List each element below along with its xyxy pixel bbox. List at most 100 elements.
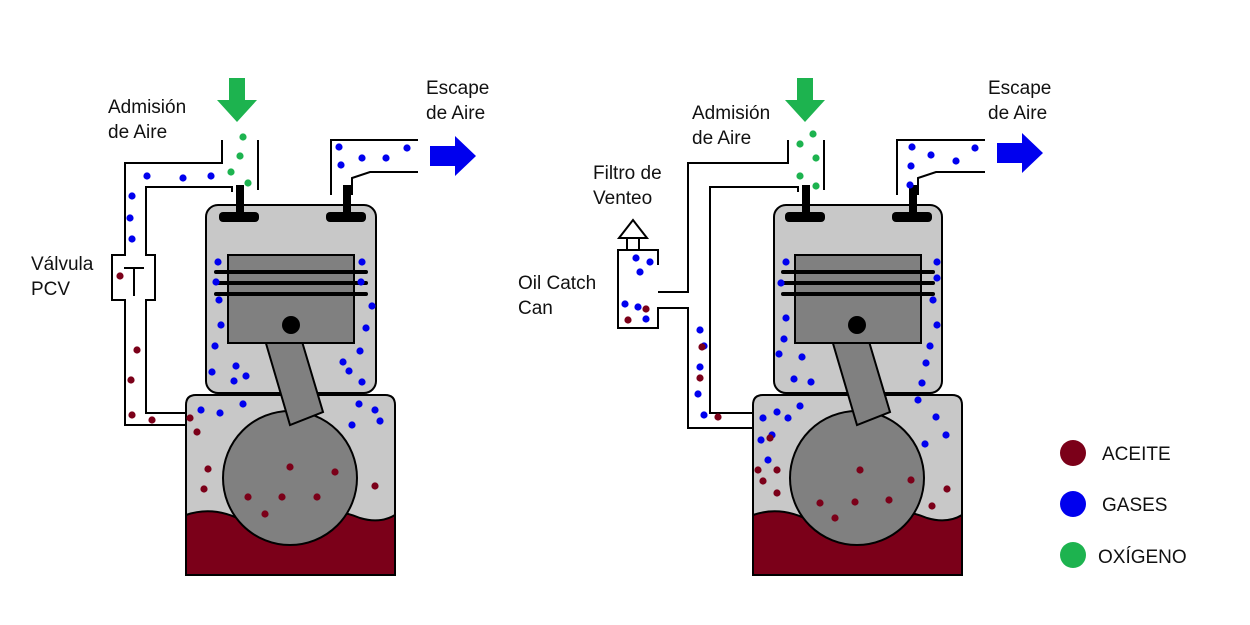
gas-particle xyxy=(932,413,940,421)
gas-particle xyxy=(782,314,790,322)
gas-particle xyxy=(942,431,950,439)
oil-particle xyxy=(186,414,194,422)
gas-particle xyxy=(339,358,347,366)
oil-particle xyxy=(698,343,706,351)
right-piston-rings xyxy=(781,270,935,296)
gas-particle xyxy=(230,377,238,385)
right-exhaust-label-2: de Aire xyxy=(988,103,1047,124)
gas-particle xyxy=(242,372,250,380)
gas-particle xyxy=(208,368,216,376)
right-exhaust-tube xyxy=(896,139,985,195)
right-exhaust-arrow-icon xyxy=(997,133,1043,173)
left-exhaust-label-2: de Aire xyxy=(426,103,485,124)
oil-particle xyxy=(642,305,650,313)
oil-particle xyxy=(754,466,762,474)
gas-particle xyxy=(371,406,379,414)
gas-particle xyxy=(368,302,376,310)
oil-particle xyxy=(907,476,915,484)
gas-particle xyxy=(239,400,247,408)
left-intake-label-2: de Aire xyxy=(108,122,167,143)
gas-particle xyxy=(790,375,798,383)
gas-particle xyxy=(696,363,704,371)
oxygen-particle xyxy=(812,182,820,190)
left-exhaust-label-1: Escape xyxy=(426,78,489,99)
left-pcv-valve-body xyxy=(111,248,186,426)
oil-particle xyxy=(696,374,704,382)
oil-particle xyxy=(133,346,141,354)
gas-particle xyxy=(362,324,370,332)
gas-particle xyxy=(634,303,642,311)
left-crank xyxy=(222,410,358,546)
oil-particle xyxy=(193,428,201,436)
right-exhaust-label-1: Escape xyxy=(988,78,1051,99)
right-intake-tube xyxy=(658,140,825,295)
gas-particle xyxy=(922,359,930,367)
right-filter-label-2: Venteo xyxy=(593,188,652,209)
gas-particle xyxy=(933,321,941,329)
right-intake-label-1: Admisión xyxy=(692,103,770,124)
legend-oxygen-swatch xyxy=(1060,542,1086,568)
gas-particle xyxy=(382,154,390,162)
oxygen-particle xyxy=(244,179,252,187)
gas-particle xyxy=(933,274,941,282)
gas-particle xyxy=(211,342,219,350)
left-exhaust-tube xyxy=(330,139,418,195)
gas-particle xyxy=(126,214,134,222)
gas-particle xyxy=(764,456,772,464)
left-intake-tube xyxy=(124,140,259,248)
left-engine xyxy=(111,78,476,576)
gas-particle xyxy=(357,278,365,286)
right-wrist-pin xyxy=(848,316,866,334)
gas-particle xyxy=(694,390,702,398)
right-intake-arrow-icon xyxy=(785,78,825,122)
gas-particle xyxy=(773,408,781,416)
legend-gas-swatch xyxy=(1060,491,1086,517)
right-filter-label-1: Filtro de xyxy=(593,163,662,184)
gas-particle xyxy=(403,144,411,152)
gas-particle xyxy=(636,268,644,276)
gas-particle xyxy=(908,143,916,151)
gas-particle xyxy=(784,414,792,422)
right-catch-can-label-1: Oil Catch xyxy=(518,273,596,294)
oxygen-particle xyxy=(809,130,817,138)
right-valves xyxy=(785,185,932,222)
oxygen-particle xyxy=(812,154,820,162)
legend: ACEITE GASES OXÍGENO xyxy=(1060,440,1187,568)
oil-particle xyxy=(331,468,339,476)
legend-oil-swatch xyxy=(1060,440,1086,466)
oil-particle xyxy=(204,465,212,473)
gas-particle xyxy=(927,151,935,159)
oil-particle xyxy=(116,272,124,280)
gas-particle xyxy=(207,172,215,180)
gas-particle xyxy=(335,143,343,151)
gas-particle xyxy=(807,378,815,386)
left-exhaust-arrow-icon xyxy=(430,136,476,176)
gas-particle xyxy=(217,321,225,329)
gas-particle xyxy=(128,235,136,243)
gas-particle xyxy=(358,378,366,386)
oxygen-particle xyxy=(227,168,235,176)
oxygen-particle xyxy=(236,152,244,160)
oil-particle xyxy=(127,376,135,384)
gas-particle xyxy=(642,315,650,323)
left-intake-arrow-icon xyxy=(217,78,257,122)
gas-particle xyxy=(777,279,785,287)
oil-particle xyxy=(943,485,951,493)
legend-oil-label: ACEITE xyxy=(1102,444,1171,465)
oil-particle xyxy=(816,499,824,507)
gas-particle xyxy=(216,409,224,417)
oxygen-particle xyxy=(796,140,804,148)
oxygen-particle xyxy=(796,172,804,180)
gas-particle xyxy=(337,161,345,169)
gas-particle xyxy=(632,254,640,262)
gas-particle xyxy=(971,144,979,152)
gas-particle xyxy=(212,278,220,286)
gas-particle xyxy=(907,162,915,170)
gas-particle xyxy=(143,172,151,180)
oil-particle xyxy=(371,482,379,490)
gas-particle xyxy=(775,350,783,358)
gas-particle xyxy=(700,411,708,419)
right-catch-can xyxy=(617,249,753,429)
right-catch-can-label-2: Can xyxy=(518,298,553,319)
oil-particle xyxy=(759,477,767,485)
